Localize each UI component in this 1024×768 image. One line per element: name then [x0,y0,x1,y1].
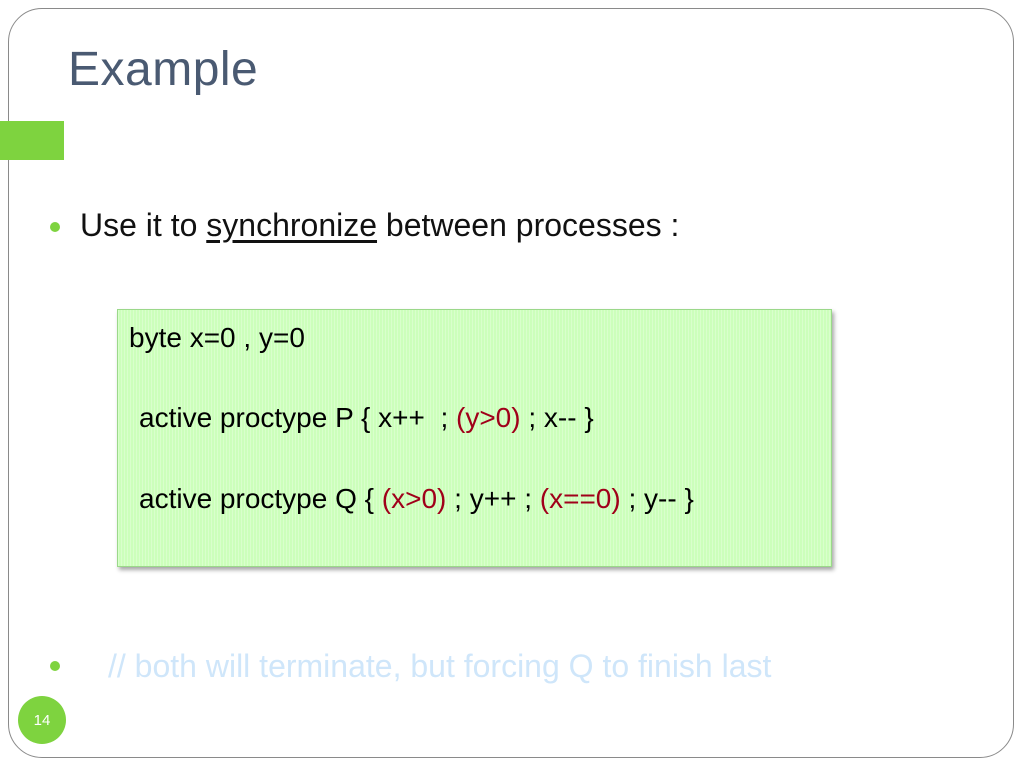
code-box: byte x=0 , y=0 active proctype P { x++ ;… [117,309,832,567]
code-q-guard-2: (x==0) [539,483,621,514]
note-text: // both will terminate, but forcing Q to… [108,648,772,684]
bullet-text-emphasis: synchronize [206,207,378,243]
code-line-proctype-p: active proctype P { x++ ; (y>0) ; x-- } [139,402,594,434]
code-q-part-c: ; y-- } [620,483,694,514]
accent-bar [0,121,64,160]
slide-title: Example [68,43,259,96]
code-q-part-b: ; y++ ; [446,483,540,514]
page-number: 14 [33,711,51,729]
code-p-guard: (y>0) [456,402,521,433]
bullet-text-prefix: Use it to [80,207,207,243]
bullet-dot-icon [50,661,60,671]
code-q-guard-1: (x>0) [381,483,447,514]
page-number-badge: 14 [18,696,66,744]
code-p-part-b: ; x-- } [520,402,594,433]
bullet-text: Use it to synchronize between processes … [80,207,679,244]
code-p-part-a: active proctype P { x++ ; [139,402,456,433]
bullet-text-suffix: between processes : [377,207,680,243]
bullet-dot-icon [50,222,60,232]
code-line-proctype-q: active proctype Q { (x>0) ; y++ ; (x==0)… [139,483,694,515]
code-line-declaration: byte x=0 , y=0 [129,322,305,353]
code-q-part-a: active proctype Q { [139,483,382,514]
